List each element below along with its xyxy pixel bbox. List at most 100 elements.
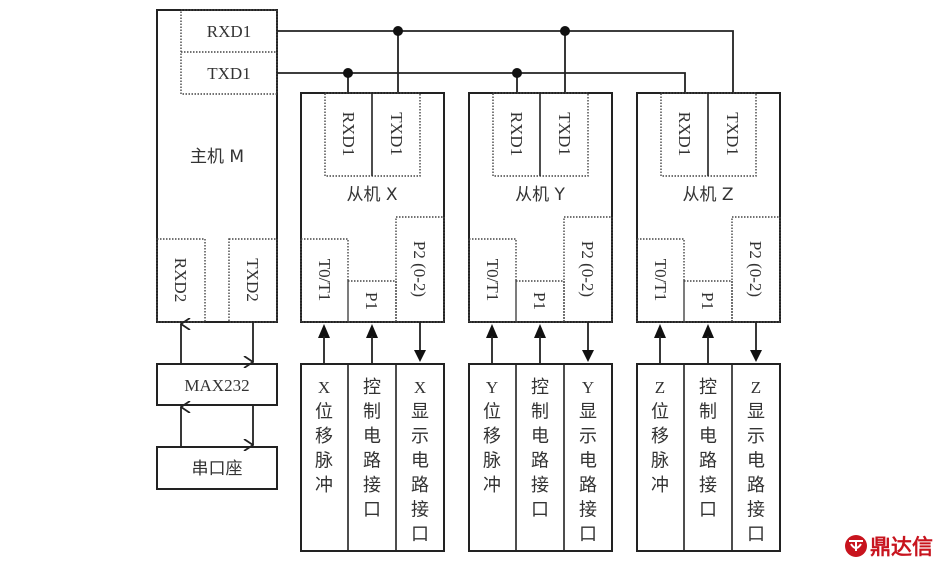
- panel-char: 冲: [315, 475, 333, 496]
- panel-char: 电: [531, 426, 549, 447]
- host-block: RXD1 TXD1 主机 M RXD2 TXD2: [156, 9, 278, 323]
- panel-char: 接: [531, 475, 549, 496]
- bus-host-txd1-line: [277, 72, 686, 93]
- arrow-head-up: [702, 324, 714, 338]
- watermark-emblem-glyph: [849, 540, 863, 551]
- panel-char: Y: [582, 378, 594, 397]
- bus-host-rxd1-line: [277, 30, 734, 93]
- panel-char: Y: [486, 378, 498, 397]
- panel-char: 脉: [483, 451, 501, 472]
- panel-char: 口: [579, 524, 597, 545]
- host-txd1-label: TXD1: [207, 64, 250, 83]
- max232-label: MAX232: [184, 376, 249, 395]
- host-txd2-label: TXD2: [243, 258, 262, 301]
- host-rxd1-label: RXD1: [207, 22, 251, 41]
- slave-rxd1-label: RXD1: [339, 112, 358, 156]
- panel-char: 移: [483, 426, 501, 447]
- panel-char: 示: [411, 426, 429, 447]
- slave-p1-box: [515, 280, 565, 323]
- uart-bus: [277, 26, 734, 93]
- slave-name-label: 从机 Z: [682, 185, 733, 205]
- panel-char: 接: [363, 475, 381, 496]
- panel-char: 示: [747, 426, 765, 447]
- panel-char: 电: [699, 426, 717, 447]
- panel-char: 路: [699, 451, 717, 472]
- panel-char: 控: [531, 377, 549, 398]
- junction-dot: [560, 26, 570, 36]
- panel-char: 制: [699, 402, 717, 423]
- slave-t0t1-label: T0/T1: [651, 259, 670, 302]
- slave-txd1-label: TXD1: [555, 112, 574, 155]
- panel-char: 接: [747, 500, 765, 521]
- junction-dot: [393, 26, 403, 36]
- panel-char: Z: [751, 378, 761, 397]
- panel-char: 冲: [651, 475, 669, 496]
- panel-char: 显: [411, 402, 429, 423]
- panel-char: 口: [747, 524, 765, 545]
- panel-char: 电: [747, 451, 765, 472]
- panel-char: 路: [531, 451, 549, 472]
- panel-char: 制: [363, 402, 381, 423]
- panel-char: 位: [651, 402, 669, 423]
- junction-dot: [343, 68, 353, 78]
- arrow-head-up: [318, 324, 330, 338]
- slave-rxd1-label: RXD1: [675, 112, 694, 156]
- panel-char: 路: [411, 475, 429, 496]
- slave-p1-label: P1: [698, 292, 717, 310]
- panel-char: 移: [651, 426, 669, 447]
- host-name-label: 主机 M: [190, 147, 244, 167]
- slave-p2-label: P2 (0-2): [746, 241, 765, 297]
- slave-name-label: 从机 X: [346, 185, 397, 205]
- panel-char: 口: [411, 524, 429, 545]
- panel-char: 位: [483, 402, 501, 423]
- slave-txd1-label: TXD1: [387, 112, 406, 155]
- slave-p1-label: P1: [530, 292, 549, 310]
- slave-txd1-label: TXD1: [723, 112, 742, 155]
- panel-char: 制: [531, 402, 549, 423]
- panel-char: 脉: [315, 451, 333, 472]
- slave-p2-label: P2 (0-2): [578, 241, 597, 297]
- panel-char: 冲: [483, 475, 501, 496]
- panel-char: 电: [411, 451, 429, 472]
- host-rxd2-box: [156, 238, 206, 323]
- panel-char: 脉: [651, 451, 669, 472]
- slave-p1-box: [347, 280, 397, 323]
- serial-port-block: 串口座: [156, 446, 278, 490]
- max232-block: MAX232: [156, 363, 278, 406]
- arrow-head-down: [582, 350, 594, 362]
- slave-t0t1-label: T0/T1: [483, 259, 502, 302]
- slave-p1-box: [683, 280, 733, 323]
- arrow-head-up: [486, 324, 498, 338]
- panel-char: 电: [579, 451, 597, 472]
- panel-char: 口: [363, 500, 381, 521]
- panel-char: 接: [699, 475, 717, 496]
- junction-dot: [512, 68, 522, 78]
- panel-char: Z: [655, 378, 665, 397]
- slave-t0t1-label: T0/T1: [315, 259, 334, 302]
- panel-char: 显: [747, 402, 765, 423]
- panel-char: 口: [531, 500, 549, 521]
- panel-char: 位: [315, 402, 333, 423]
- max232-box: [156, 363, 278, 406]
- panel-char: 路: [579, 475, 597, 496]
- panel-char: 控: [363, 377, 381, 398]
- panel-char: X: [414, 378, 426, 397]
- panel-char: 显: [579, 402, 597, 423]
- panel-char: 控: [699, 377, 717, 398]
- panel-char: 电: [363, 426, 381, 447]
- panel-char: X: [318, 378, 330, 397]
- serial-port-box: [156, 446, 278, 490]
- panel-char: 接: [579, 500, 597, 521]
